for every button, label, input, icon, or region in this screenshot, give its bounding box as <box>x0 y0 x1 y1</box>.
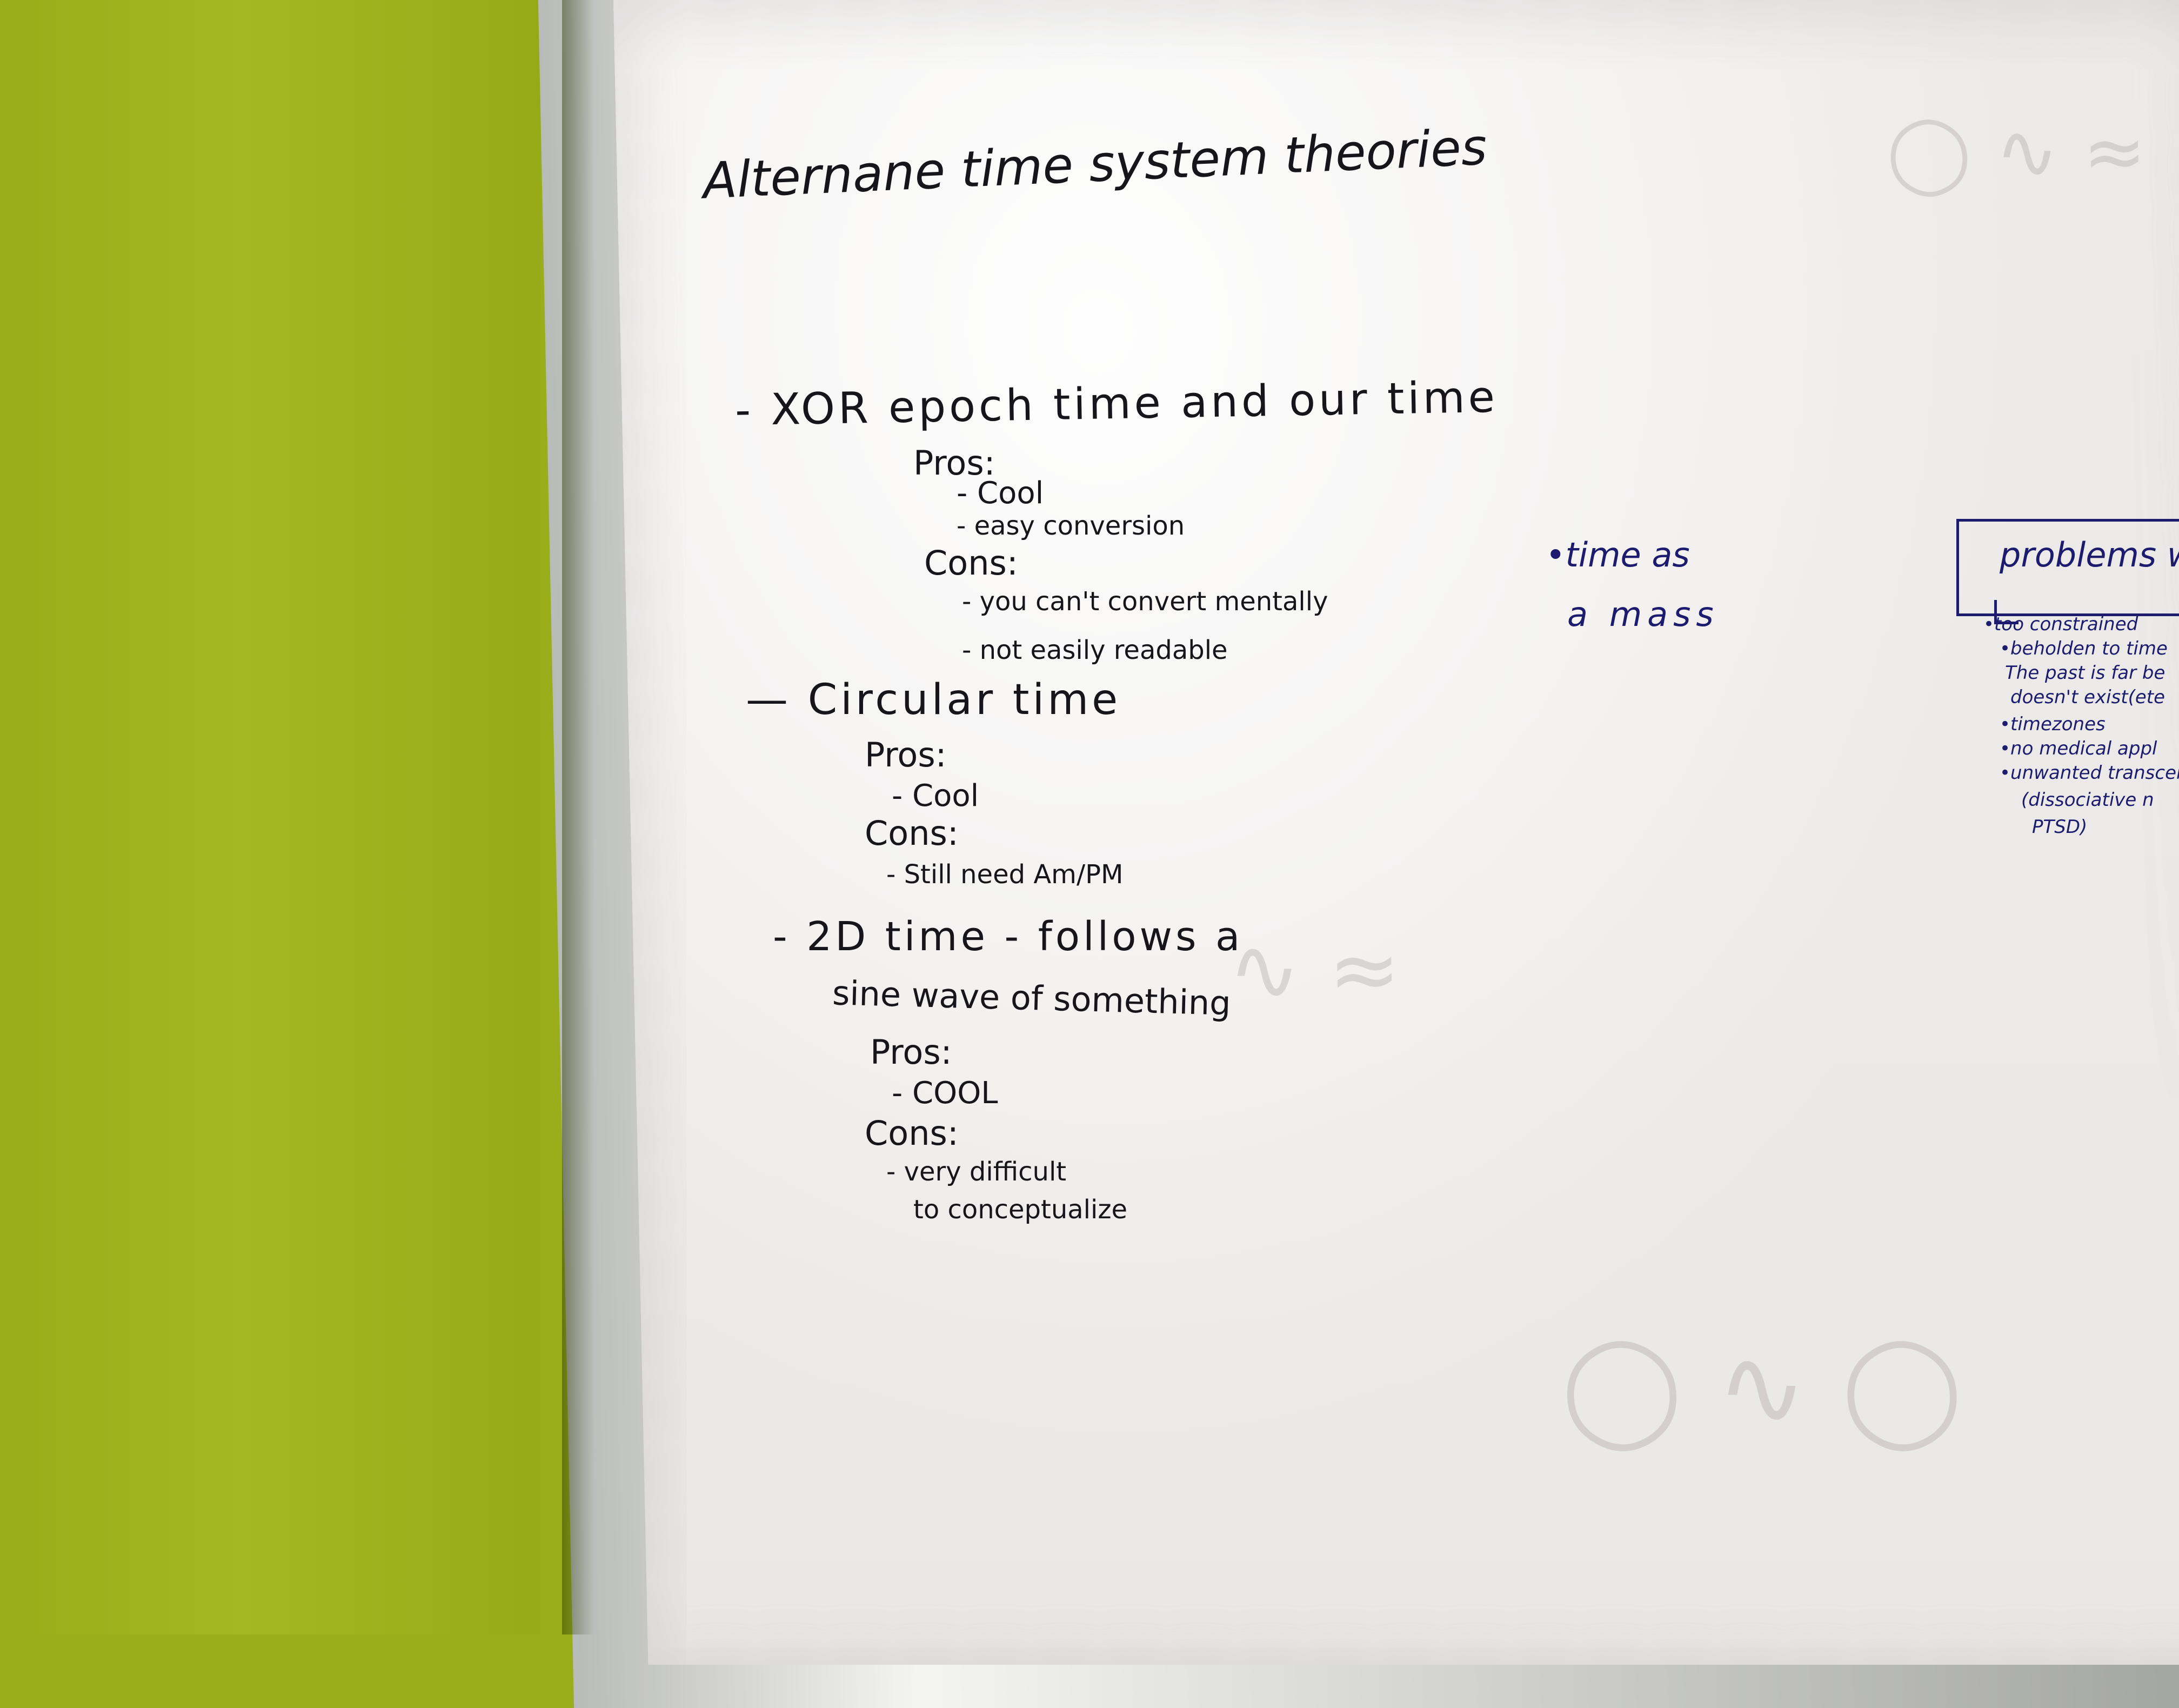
ghost-residue: ◯ ∿ ≈ <box>1886 108 2147 196</box>
side-note-line: a mass <box>1567 595 1719 634</box>
pros-label: Pros: <box>865 735 947 775</box>
problems-item: •no medical appl <box>2000 738 2157 759</box>
whiteboard-surface: ◯ ∿ ≈ ◯ ∿ ◯ ∿ ≈ <box>613 0 2179 1665</box>
problems-item: •unwanted transcen <box>2000 762 2179 784</box>
pros-item: - COOL <box>892 1076 998 1111</box>
problems-item: The past is far be <box>2005 662 2165 684</box>
ghost-residue: ◯ ∿ ◯ <box>1560 1324 1964 1450</box>
problems-item: •timezones <box>2000 713 2106 735</box>
cons-item: - you can't convert mentally <box>962 586 1328 617</box>
problems-item: •too constrained <box>1983 613 2138 635</box>
problems-box <box>1956 519 2179 616</box>
side-note-line: •time as <box>1546 535 1690 575</box>
pros-label: Pros: <box>870 1032 952 1072</box>
pros-item: - easy conversion <box>957 511 1185 541</box>
pros-item: - Cool <box>892 778 979 813</box>
problems-heading: problems w <box>2000 535 2179 575</box>
problems-item: (dissociative n <box>2021 789 2154 811</box>
section-heading: — Circular time <box>746 676 1121 724</box>
cons-item: - very difficult <box>886 1157 1067 1187</box>
problems-box-tab <box>1994 600 2018 624</box>
problems-item: •beholden to time <box>2000 638 2168 659</box>
cons-label: Cons: <box>865 1113 959 1153</box>
frame-shadow <box>562 0 594 1634</box>
cons-label: Cons: <box>924 543 1018 583</box>
pros-label: Pros: <box>913 443 995 483</box>
cons-item: to conceptualize <box>913 1195 1128 1225</box>
section-heading: - 2D time - follows a <box>773 913 1244 960</box>
problems-item: doesn't exist(ete <box>2010 686 2165 708</box>
green-wall <box>0 0 540 1634</box>
cons-item: - Still need Am/PM <box>886 859 1124 890</box>
pros-item: - Cool <box>957 476 1044 511</box>
ghost-residue: ∿ ≈ <box>1227 919 1402 1020</box>
problems-item: PTSD) <box>2032 816 2088 838</box>
cons-label: Cons: <box>865 813 959 853</box>
cons-item: - not easily readable <box>962 635 1228 665</box>
